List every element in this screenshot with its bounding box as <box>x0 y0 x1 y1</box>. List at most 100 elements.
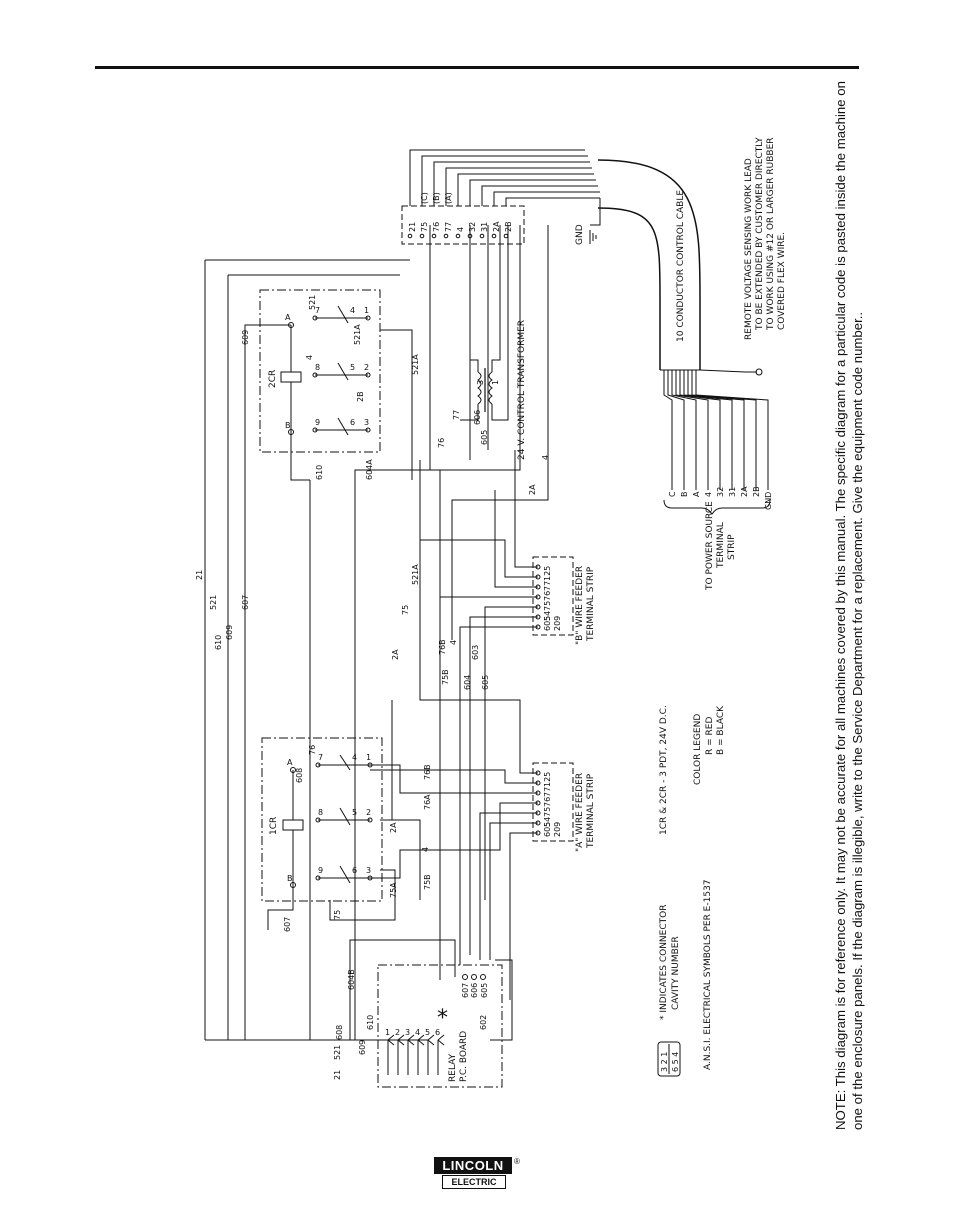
wire-label-521-b: 521 <box>333 1045 342 1060</box>
cable-block-terminals <box>407 233 509 239</box>
cnum-1cr-a: A <box>287 758 293 767</box>
cable-fanout <box>663 368 769 490</box>
cnum-2cr-6: 6 <box>350 418 355 427</box>
strip-b-t5: 605 <box>543 616 552 631</box>
strip-b-t2: 76 <box>543 591 552 601</box>
strip-a-t1: 77 <box>543 787 552 797</box>
label-asterisk: * <box>437 1006 448 1031</box>
cnum-1cr-3: 3 <box>366 866 371 875</box>
wire-label-607-b: 607 <box>283 917 292 932</box>
strip-b-box <box>532 556 574 636</box>
wire-label-604b: 604B <box>347 969 356 990</box>
wire-label-2a-c: 2A <box>389 822 398 833</box>
wire-label-76-b: 76 <box>308 745 317 755</box>
src-t7: 2B <box>752 486 761 497</box>
label-color-legend: COLOR LEGEND <box>693 714 703 785</box>
wire-label-77-a: 77 <box>452 410 461 420</box>
relay-2cr-box <box>259 289 381 453</box>
strip-b-t4: 54 <box>543 611 552 621</box>
cable-l0: (C) <box>420 192 429 204</box>
wire-label-609-c: 609 <box>358 1040 367 1055</box>
wire-label-609-b: 609 <box>241 330 250 345</box>
label-remote-4: COVERED FLEX WIRE. <box>777 232 787 330</box>
label-strip-a: "A" WIRE FEEDER <box>575 773 585 852</box>
src-t8: GND <box>764 492 773 510</box>
cable-terminal-block <box>401 205 525 245</box>
src-t4: 32 <box>716 487 725 497</box>
wire-label-521-c: 521 <box>308 295 317 310</box>
cable-l1: (B) <box>432 192 441 204</box>
cnum-1cr-9: 9 <box>318 866 323 875</box>
wire-label-521a-b: 521A <box>411 564 420 585</box>
cable-t1: 75 <box>420 222 429 232</box>
power-source-bracket <box>663 499 771 515</box>
label-black: B = BLACK <box>716 705 726 755</box>
src-t6: 2A <box>740 486 749 497</box>
relay-2cr-coil <box>280 371 302 383</box>
cnum-1cr-5: 5 <box>352 808 357 817</box>
label-strip-a-ts: TERMINAL STRIP <box>586 773 596 849</box>
relay-1cr-coil <box>282 819 304 831</box>
relay-board-box <box>377 964 503 1088</box>
cnum-1cr-4: 4 <box>352 753 357 762</box>
wire-label-605-c: 605 <box>480 983 489 998</box>
wire-label-4-c: 4 <box>421 847 430 852</box>
control-cable <box>597 159 701 370</box>
label-remote-3: TO WORK USING #12 OR LARGER RUBBER <box>766 137 776 331</box>
wire-label-604a: 604A <box>365 459 374 480</box>
wire-label-606-b: 606 <box>470 983 479 998</box>
cnum-2cr-5: 5 <box>350 363 355 372</box>
relay-pin-3: 3 <box>405 1028 410 1037</box>
cable-t0: 21 <box>408 222 417 232</box>
relay-pin-1: 1 <box>385 1028 390 1037</box>
wire-label-4-b: 4 <box>541 455 550 460</box>
connector-digits-bot: 6 5 4 <box>671 1052 680 1072</box>
wire-label-21-b: 21 <box>333 1070 342 1080</box>
logo-bottom-text: ELECTRIC <box>442 1175 506 1189</box>
logo-top-text: LINCOLN <box>434 1157 512 1174</box>
wire-label-2a-b: 2A <box>528 484 537 495</box>
wire-label-3: 3 <box>476 380 485 385</box>
strip-b-t1: 77 <box>543 581 552 591</box>
cnum-2cr-8: 8 <box>315 363 320 372</box>
relay-pin-5: 5 <box>425 1028 430 1037</box>
cnum-2cr-1: 1 <box>364 306 369 315</box>
wire-label-608-a: 608 <box>295 768 304 783</box>
label-to-power-2: TERMINAL <box>716 522 726 569</box>
wire-label-605-a: 605 <box>481 675 490 690</box>
strip-a-t0: 125 <box>543 772 552 787</box>
wire-label-609-a: 609 <box>225 625 234 640</box>
cable-wires-top <box>409 149 600 206</box>
strip-b-t3: 75 <box>543 601 552 611</box>
src-t2: A <box>692 491 701 497</box>
cable-l2: (A) <box>444 192 453 204</box>
label-legend-1: * INDICATES CONNECTOR <box>659 905 669 1020</box>
wire-label-21-a: 21 <box>195 570 204 580</box>
label-legend-2: CAVITY NUMBER <box>671 936 681 1010</box>
strip-a-box <box>532 762 574 842</box>
src-t5: 31 <box>728 487 737 497</box>
label-red: R = RED <box>705 717 715 755</box>
wire-label-2a-a: 2A <box>391 649 400 660</box>
wire-label-76-a: 76 <box>437 438 446 448</box>
control-transformer <box>460 225 509 421</box>
wire-label-4-d: 4 <box>305 355 314 360</box>
wire-label-610-a: 610 <box>214 635 223 650</box>
cable-t4: 4 <box>456 227 465 232</box>
logo-registered-mark: ® <box>514 1157 520 1166</box>
cnum-2cr-4: 4 <box>350 306 355 315</box>
wire-label-1: 1 <box>491 380 500 385</box>
label-to-power-1: TO POWER SOURCE <box>705 501 715 591</box>
wire-label-602: 602 <box>479 1015 488 1030</box>
reference-note: NOTE: This diagram is for reference only… <box>833 81 865 1130</box>
strip-a-t4: 54 <box>543 817 552 827</box>
top-rule <box>95 66 859 69</box>
label-1cr: 1CR <box>269 817 279 835</box>
wire-label-606: 606 <box>473 410 482 425</box>
label-ansi: A.N.S.I. ELECTRICAL SYMBOLS PER E-1537 <box>703 879 713 1070</box>
connector-symbol <box>657 1041 681 1077</box>
label-2cr: 2CR <box>268 370 278 388</box>
cnum-1cr-b: B <box>287 874 293 883</box>
wire-label-76a: 76A <box>423 794 432 810</box>
